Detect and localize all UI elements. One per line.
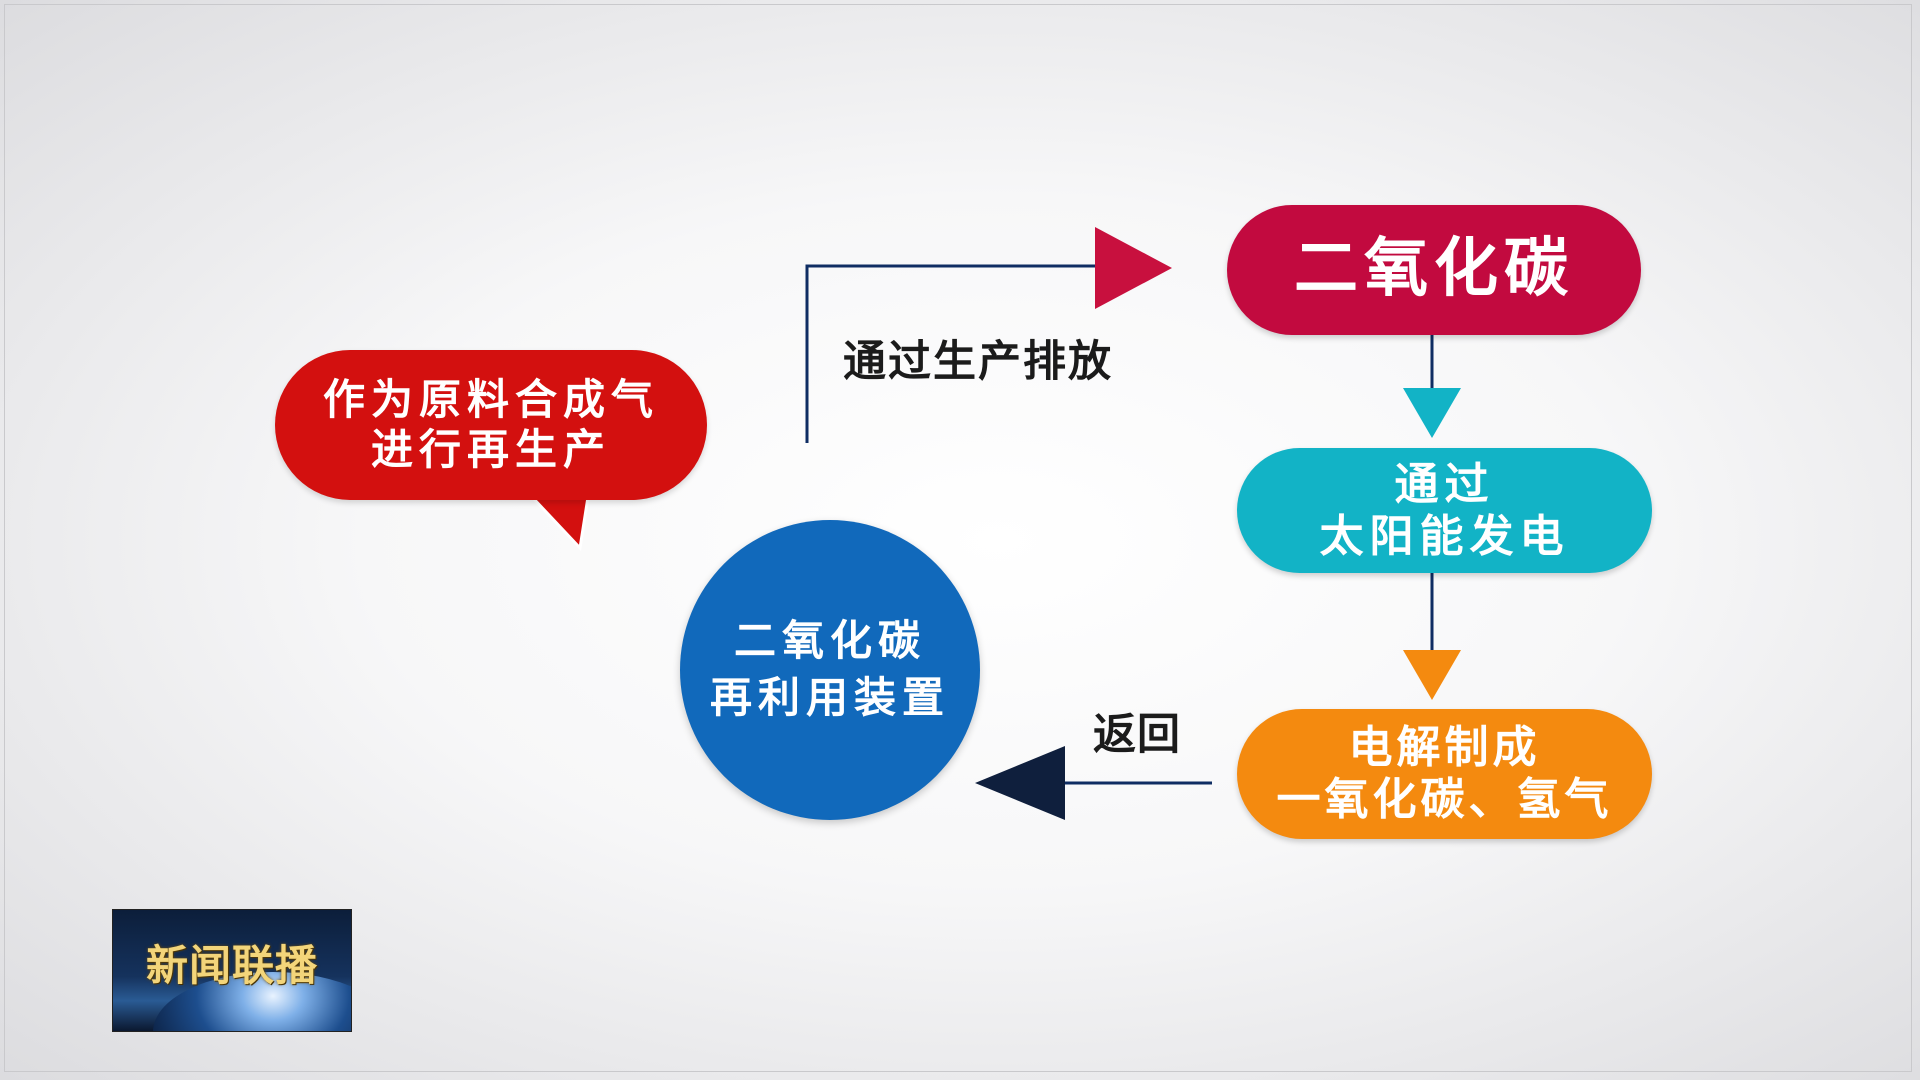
electrolysis-node: 电解制成 一氧化碳、氢气 [1237, 709, 1652, 839]
emit-arrowhead [1095, 227, 1172, 309]
bubble-line-2: 进行再生产 [370, 425, 611, 474]
raw-material-bubble: 作为原料合成气 进行再生产 [275, 350, 707, 500]
logo-text: 新闻联播 [145, 941, 318, 990]
co2-to-solar-arrowhead [1403, 388, 1461, 438]
emit-edge-label: 通过生产排放 [843, 337, 1113, 387]
news-program-logo: 新闻联播 [113, 910, 351, 1031]
solar-node-line-2: 太阳能发电 [1319, 510, 1570, 562]
electro-node-line-1: 电解制成 [1348, 722, 1541, 774]
return-arrowhead [975, 746, 1065, 820]
device-line-1: 二氧化碳 [733, 616, 926, 666]
emit-connector-line [805, 264, 1095, 443]
solar-power-node: 通过 太阳能发电 [1237, 448, 1652, 573]
bubble-tail [532, 495, 588, 548]
return-edge-label: 返回 [1093, 710, 1181, 760]
co2-node-label: 二氧化碳 [1294, 232, 1574, 307]
bubble-line-1: 作为原料合成气 [322, 374, 659, 424]
device-line-2: 再利用装置 [709, 673, 950, 722]
co2-node: 二氧化碳 [1227, 205, 1641, 335]
electro-node-line-2: 一氧化碳、氢气 [1276, 774, 1613, 825]
solar-to-electro-arrowhead [1403, 650, 1461, 700]
bubble-tail-outline [530, 495, 590, 552]
solar-node-line-1: 通过 [1394, 458, 1495, 510]
reuse-device-node: 二氧化碳 再利用装置 [680, 520, 980, 820]
